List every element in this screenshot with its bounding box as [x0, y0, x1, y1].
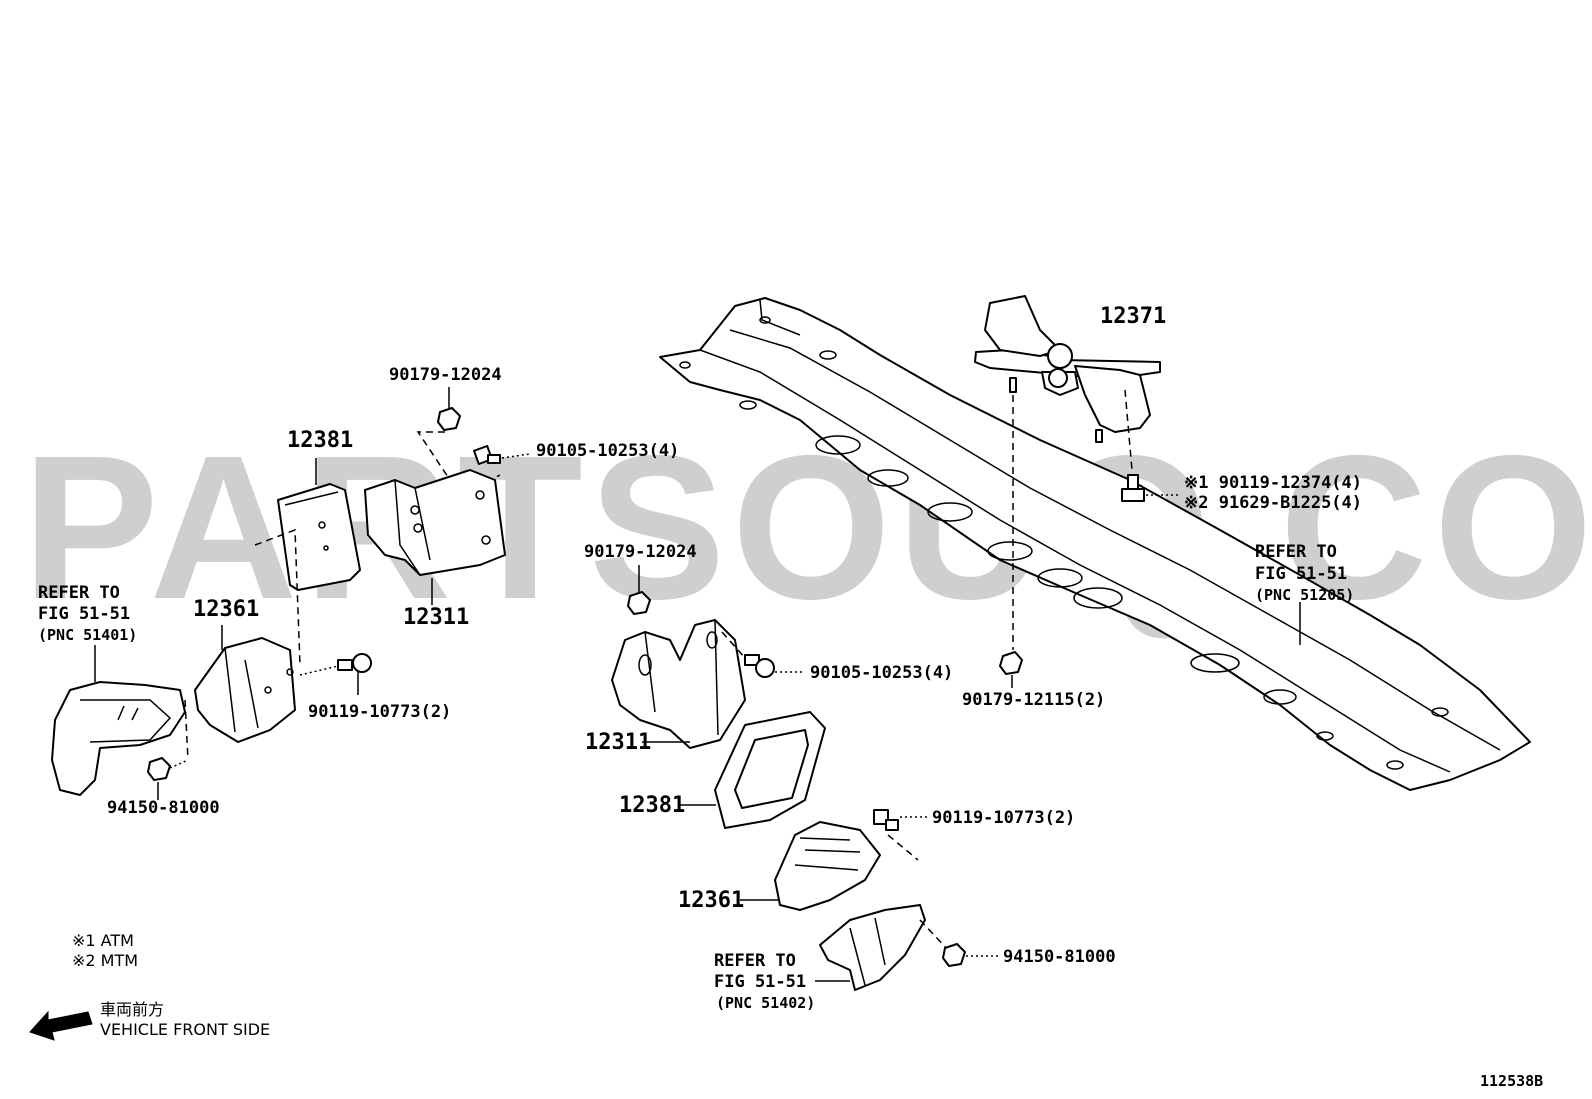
label-12371: 12371 — [1100, 304, 1166, 329]
label-refer-left-3: (PNC 51401) — [38, 626, 137, 644]
nut-90179-12024-mid-icon — [627, 565, 651, 615]
crossmember-frame — [659, 297, 1531, 791]
label-90119-10773-mid: 90119-10773(2) — [932, 808, 1075, 828]
bolt-90105-10253-left-icon — [473, 445, 531, 465]
bolt-90105-10253-mid-icon — [721, 631, 805, 678]
label-refer-right-3: (PNC 51205) — [1255, 586, 1354, 604]
label-refer-bottom-3: (PNC 51402) — [716, 994, 815, 1012]
part-12311-mid-bracket — [611, 619, 746, 749]
label-90179-12024-left: 90179-12024 — [389, 365, 502, 385]
label-90105-10253-mid: 90105-10253(4) — [810, 663, 953, 683]
legend-front-jp: 車両前方 — [100, 1000, 164, 1019]
label-12361-left: 12361 — [193, 597, 259, 622]
figure-id: 112538B — [1480, 1072, 1543, 1090]
legend-note-mtm: ※2 MTM — [72, 951, 138, 970]
label-90119-10773-left: 90119-10773(2) — [308, 702, 451, 722]
label-refer-right-1: REFER TO — [1255, 542, 1337, 562]
label-refer-bottom-2: FIG 51-51 — [714, 972, 806, 992]
label-refer-left-2: FIG 51-51 — [38, 604, 130, 624]
nut-90179-12115-icon — [999, 651, 1023, 688]
label-94150-81000-mid: 94150-81000 — [1003, 947, 1116, 967]
bolt-90119-10773-left-icon — [299, 653, 372, 695]
part-12311-left-bracket — [364, 469, 506, 605]
label-12311-mid: 12311 — [585, 730, 651, 755]
label-94150-81000-left: 94150-81000 — [107, 798, 220, 818]
part-12361-mid-mount — [740, 821, 881, 911]
bolt-90119-10773-mid-icon — [873, 809, 928, 861]
nut-94150-81000-mid-icon — [942, 943, 998, 967]
part-12381-left-pad — [277, 458, 361, 591]
label-90105-10253-left: 90105-10253(4) — [536, 441, 679, 461]
label-12311-left: 12311 — [403, 605, 469, 630]
label-90119-12374: ※1 90119-12374(4) — [1184, 473, 1362, 493]
label-12381-left: 12381 — [287, 428, 353, 453]
label-91629-b1225: ※2 91629-B1225(4) — [1184, 493, 1362, 513]
legend-front-en: VEHICLE FRONT SIDE — [100, 1020, 270, 1039]
label-12361-mid: 12361 — [678, 888, 744, 913]
label-90179-12024-mid: 90179-12024 — [584, 542, 697, 562]
nut-94150-81000-left-icon — [147, 757, 189, 800]
frame-bracket-51401 — [51, 645, 189, 796]
part-12371-insulator — [974, 295, 1161, 650]
bolt-90119-12374-icon — [1121, 474, 1180, 502]
label-refer-bottom-1: REFER TO — [714, 951, 796, 971]
part-12361-left-mount — [194, 528, 301, 743]
label-90179-12115: 90179-12115(2) — [962, 690, 1105, 710]
label-refer-left-1: REFER TO — [38, 583, 120, 603]
legend-note-atm: ※1 ATM — [72, 931, 134, 950]
label-refer-right-2: FIG 51-51 — [1255, 564, 1347, 584]
frame-bracket-51402 — [815, 904, 949, 991]
part-12381-mid-pad — [680, 711, 826, 829]
front-arrow-icon — [29, 1010, 93, 1041]
label-12381-mid: 12381 — [619, 793, 685, 818]
